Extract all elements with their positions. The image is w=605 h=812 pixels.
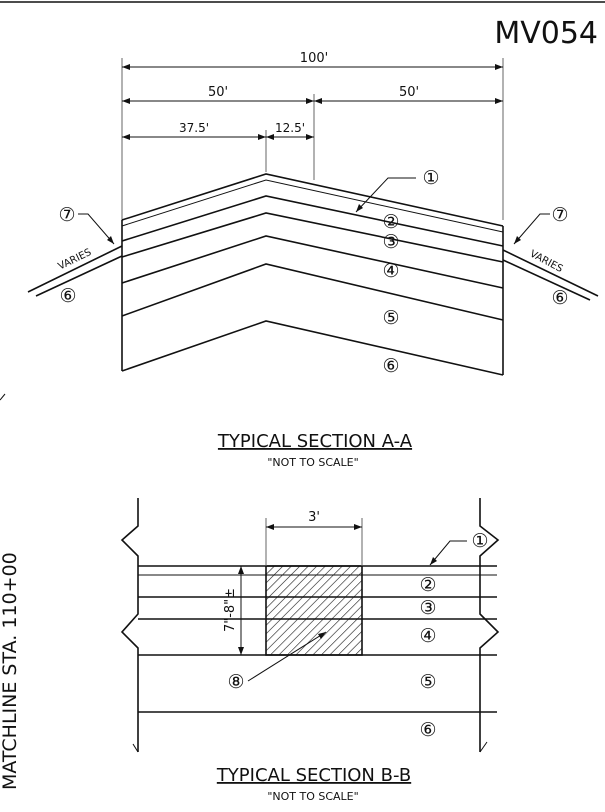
section-a-dimensions: 100' 50' 50' 37.5' 12.5' (121, 51, 504, 220)
callout-4: ④ (382, 260, 399, 282)
right-callout-7: ⑦ (551, 204, 568, 226)
section-a-right-slope: ⑦ VARIES ⑥ (502, 204, 599, 309)
b-callout-6: ⑥ (419, 719, 436, 741)
dim-right-part: 12.5' (275, 121, 305, 135)
b-callout-4: ④ (419, 625, 436, 647)
section-a-left-slope: ⑦ VARIES ⑥ (27, 204, 123, 307)
right-callout-6: ⑥ (551, 287, 568, 309)
section-a-note: "NOT TO SCALE" (267, 456, 358, 469)
b-callout-8: ⑧ (227, 671, 244, 693)
dim-half-right: 50' (399, 85, 419, 100)
b-callout-3: ③ (419, 597, 436, 619)
section-b-patch: 3' 7"-8"± (223, 510, 363, 656)
section-b-title: TYPICAL SECTION B-B (216, 765, 411, 786)
sheet-id: MV054 (494, 16, 598, 51)
section-b-break-lines (120, 498, 500, 753)
left-callout-7: ⑦ (58, 204, 75, 226)
b-callout-1: ① (471, 530, 488, 552)
callout-5: ⑤ (382, 307, 399, 329)
section-b-note: "NOT TO SCALE" (267, 790, 358, 803)
callout-3: ③ (382, 231, 399, 253)
callout-6: ⑥ (382, 355, 399, 377)
section-a-callouts: ① ② ③ ④ ⑤ ⑥ (355, 167, 440, 377)
callout-2: ② (382, 211, 399, 233)
dim-patch-depth: 7"-8"± (223, 588, 238, 632)
callout-1: ① (422, 167, 439, 189)
margin-tick (0, 393, 6, 401)
left-callout-6: ⑥ (59, 285, 76, 307)
matchline-label: MATCHLINE STA. 110+00 (0, 552, 21, 790)
b-callout-2: ② (419, 574, 436, 596)
dim-patch-width: 3' (308, 510, 320, 525)
section-a-title: TYPICAL SECTION A-A (217, 431, 413, 452)
section-b-callouts: ① ② ③ ④ ⑤ ⑥ ⑧ (227, 530, 488, 741)
dim-left-part: 37.5' (179, 121, 209, 135)
dim-total: 100' (300, 51, 328, 66)
dim-half-left: 50' (208, 85, 228, 100)
section-a-pavement-layers (121, 173, 504, 376)
b-callout-5: ⑤ (419, 671, 436, 693)
